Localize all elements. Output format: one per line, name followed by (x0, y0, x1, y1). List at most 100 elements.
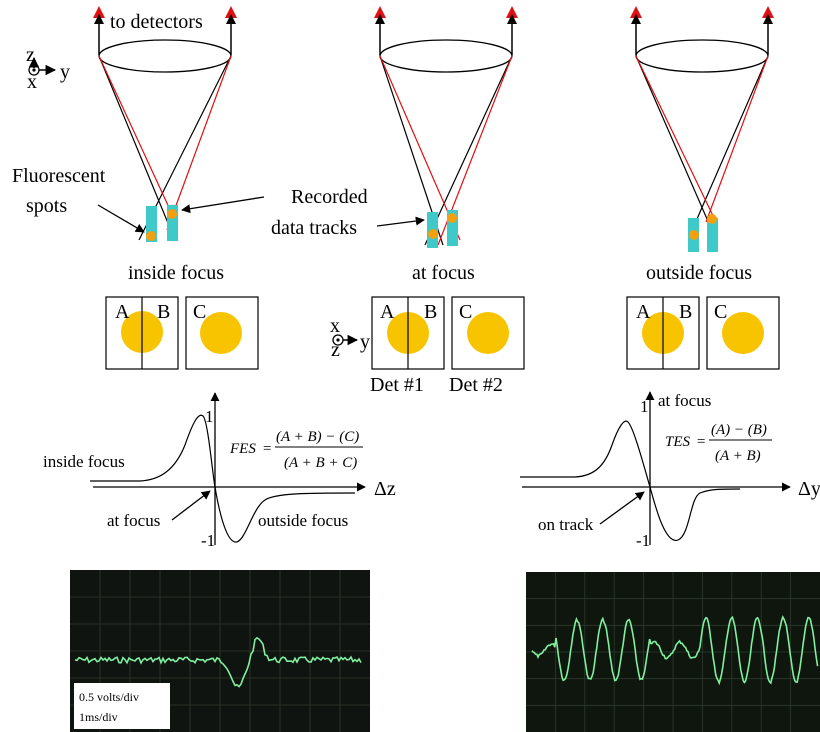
arrowhead-black-right (763, 14, 773, 24)
arrowhead-black-left (631, 14, 641, 24)
ray-red-1 (635, 55, 717, 223)
axis-origin-dot (336, 338, 340, 342)
scope-left-caption-box (74, 683, 170, 729)
tes-curve (520, 420, 741, 541)
tes-formula-den: (A + B) (715, 448, 761, 464)
axis-x-label: x (330, 315, 340, 337)
caption-at-focus: at focus (412, 262, 475, 284)
ray-red-2 (705, 55, 769, 223)
data-track-2 (447, 210, 458, 246)
recorded-label-line2: data tracks (271, 217, 357, 239)
ray-black-2 (424, 55, 513, 246)
label-b: B (157, 301, 170, 323)
tes-tick-neg1: -1 (636, 531, 650, 550)
data-track-2 (167, 205, 178, 241)
detectors-inside: A B C (105, 296, 259, 370)
tes-at-label: at focus (658, 391, 711, 410)
fes-at-arrow (171, 490, 211, 521)
axis-origin-dot (32, 68, 36, 72)
recorded-pointer-arrow-left (181, 196, 265, 214)
arrowhead-red-left (93, 6, 105, 18)
fes-tick-1: 1 (205, 407, 214, 426)
arrowhead-black-right (226, 14, 236, 24)
tes-tick-1: 1 (640, 397, 649, 416)
axis-y-label: y (360, 331, 370, 353)
scope-left-caption-2: 1ms/div (79, 710, 118, 724)
label-b: B (679, 301, 692, 323)
detector-2-spot (200, 312, 242, 354)
arrowhead-black-left (94, 14, 104, 24)
detectors-at-focus: A B C Det #1 Det #2 (370, 296, 525, 396)
data-track-1 (146, 206, 157, 242)
lens (379, 39, 513, 73)
ray-red-1 (379, 55, 461, 241)
fes-outside-label: outside focus (258, 511, 348, 530)
fes-formula-den: (A + B + C) (284, 455, 357, 471)
fluorescent-label-line1: Fluorescent (12, 165, 106, 187)
fluorescent-spot-1 (689, 230, 699, 240)
recorded-pointer-arrow-right (376, 216, 425, 227)
scope-left-trace (74, 636, 362, 688)
detector-2-spot (722, 312, 764, 354)
caption-inside-focus: inside focus (128, 262, 224, 284)
detector-2-spot (467, 312, 509, 354)
axis-y-label: y (60, 61, 70, 83)
fluorescent-label-line2: spots (26, 195, 67, 217)
label-a: A (636, 301, 651, 323)
fluorescent-spot-1 (146, 231, 156, 241)
det1-label: Det #1 (370, 374, 424, 396)
tes-plot: 1 -1 Δy at focus on track TES = (A) − (B… (520, 391, 820, 550)
to-detectors-label: to detectors (110, 11, 203, 33)
panel-at-focus (374, 6, 518, 248)
scope-right-trace (531, 615, 819, 686)
fes-curve (90, 414, 356, 543)
axis-triad-top: z y x (26, 44, 70, 93)
ray-black-1 (635, 55, 715, 236)
scope-photo-left: 0.5 volts/div 1ms/div (70, 570, 370, 732)
data-track-2 (707, 218, 718, 252)
ray-black-1 (98, 55, 176, 241)
label-a: A (115, 301, 130, 323)
fes-formula-lhs: FES (229, 441, 256, 457)
recorded-label-line1: Recorded (291, 186, 368, 208)
arrowhead-red-right (762, 6, 774, 18)
label-c: C (714, 301, 727, 323)
panel-outside-focus (630, 6, 774, 252)
label-a: A (380, 301, 395, 323)
fluorescent-spot-2 (707, 214, 717, 224)
axis-triad-detectors: x y z (330, 315, 370, 361)
ray-red-1 (98, 55, 173, 215)
det2-label: Det #2 (449, 374, 503, 396)
tes-on-track-arrow (599, 491, 645, 525)
tes-formula: TES = (A) − (B) (A + B) (665, 422, 772, 464)
label-c: C (459, 301, 472, 323)
scope-left-caption-1: 0.5 volts/div (79, 690, 139, 704)
arrowhead-red-right (506, 6, 518, 18)
arrowhead-black-left (375, 14, 385, 24)
fluorescent-spot-1 (428, 229, 438, 239)
fes-axis-label: Δz (374, 478, 396, 500)
tes-formula-num: (A) − (B) (711, 422, 767, 438)
lens (635, 39, 769, 73)
tes-formula-lhs: TES (665, 434, 691, 450)
ray-red-2 (166, 55, 232, 231)
label-c: C (193, 301, 206, 323)
axis-z-label: z (331, 339, 340, 361)
fluorescent-spot-2 (447, 213, 457, 223)
tes-formula-eq: = (696, 434, 706, 450)
axis-z-label: z (26, 44, 35, 66)
caption-outside-focus: outside focus (646, 262, 752, 284)
fes-formula-num: (A + B) − (C) (276, 429, 359, 445)
fes-at-label: at focus (107, 511, 160, 530)
lens (98, 39, 232, 73)
fes-tick-neg1: -1 (201, 531, 215, 550)
arrowhead-red-right (225, 6, 237, 18)
tes-axis-label: Δy (798, 478, 820, 500)
panel-inside-focus (93, 6, 237, 242)
fes-inside-label: inside focus (43, 452, 125, 471)
tes-on-track-label: on track (538, 515, 594, 534)
label-b: B (424, 301, 437, 323)
fluorescent-spot-2 (167, 209, 177, 219)
